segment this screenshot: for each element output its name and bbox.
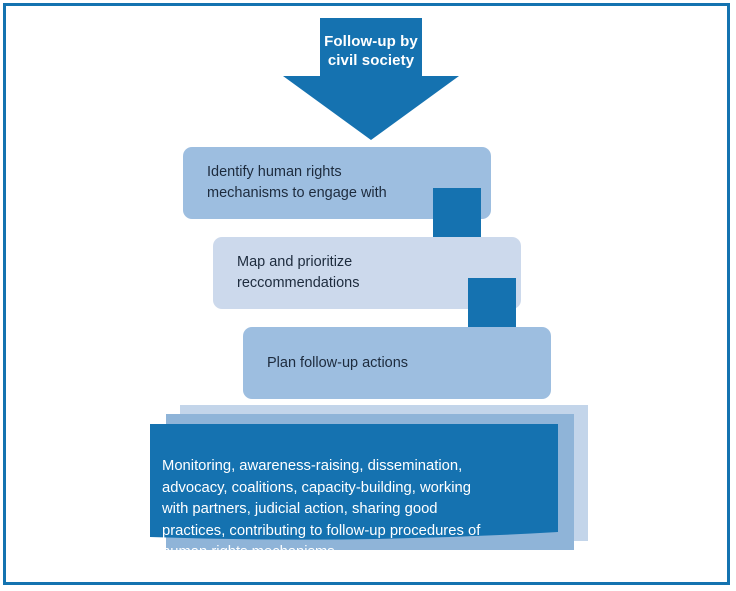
outcome-card-shape bbox=[150, 424, 558, 540]
outcome-card-text: Monitoring, awareness-raising, dissemina… bbox=[162, 458, 481, 560]
step-label-identify-mechanisms: Identify human rights mechanisms to enga… bbox=[207, 164, 387, 201]
step-label-map-prioritize: Map and prioritize reccommendations bbox=[237, 254, 360, 291]
header-arrow: Follow-up by civil society bbox=[283, 18, 459, 140]
down-arrow-icon bbox=[283, 18, 459, 140]
step-box-plan-actions[interactable]: Plan follow-up actions bbox=[243, 327, 551, 399]
header-arrow-label: Follow-up by civil society bbox=[324, 33, 418, 69]
step-box-identify-mechanisms[interactable]: Identify human rights mechanisms to enga… bbox=[183, 147, 491, 219]
outcome-card-stack: Monitoring, awareness-raising, dissemina… bbox=[150, 405, 590, 565]
step-label-plan-actions: Plan follow-up actions bbox=[267, 354, 409, 371]
outcome-card-front[interactable]: Monitoring, awareness-raising, dissemina… bbox=[150, 424, 558, 560]
